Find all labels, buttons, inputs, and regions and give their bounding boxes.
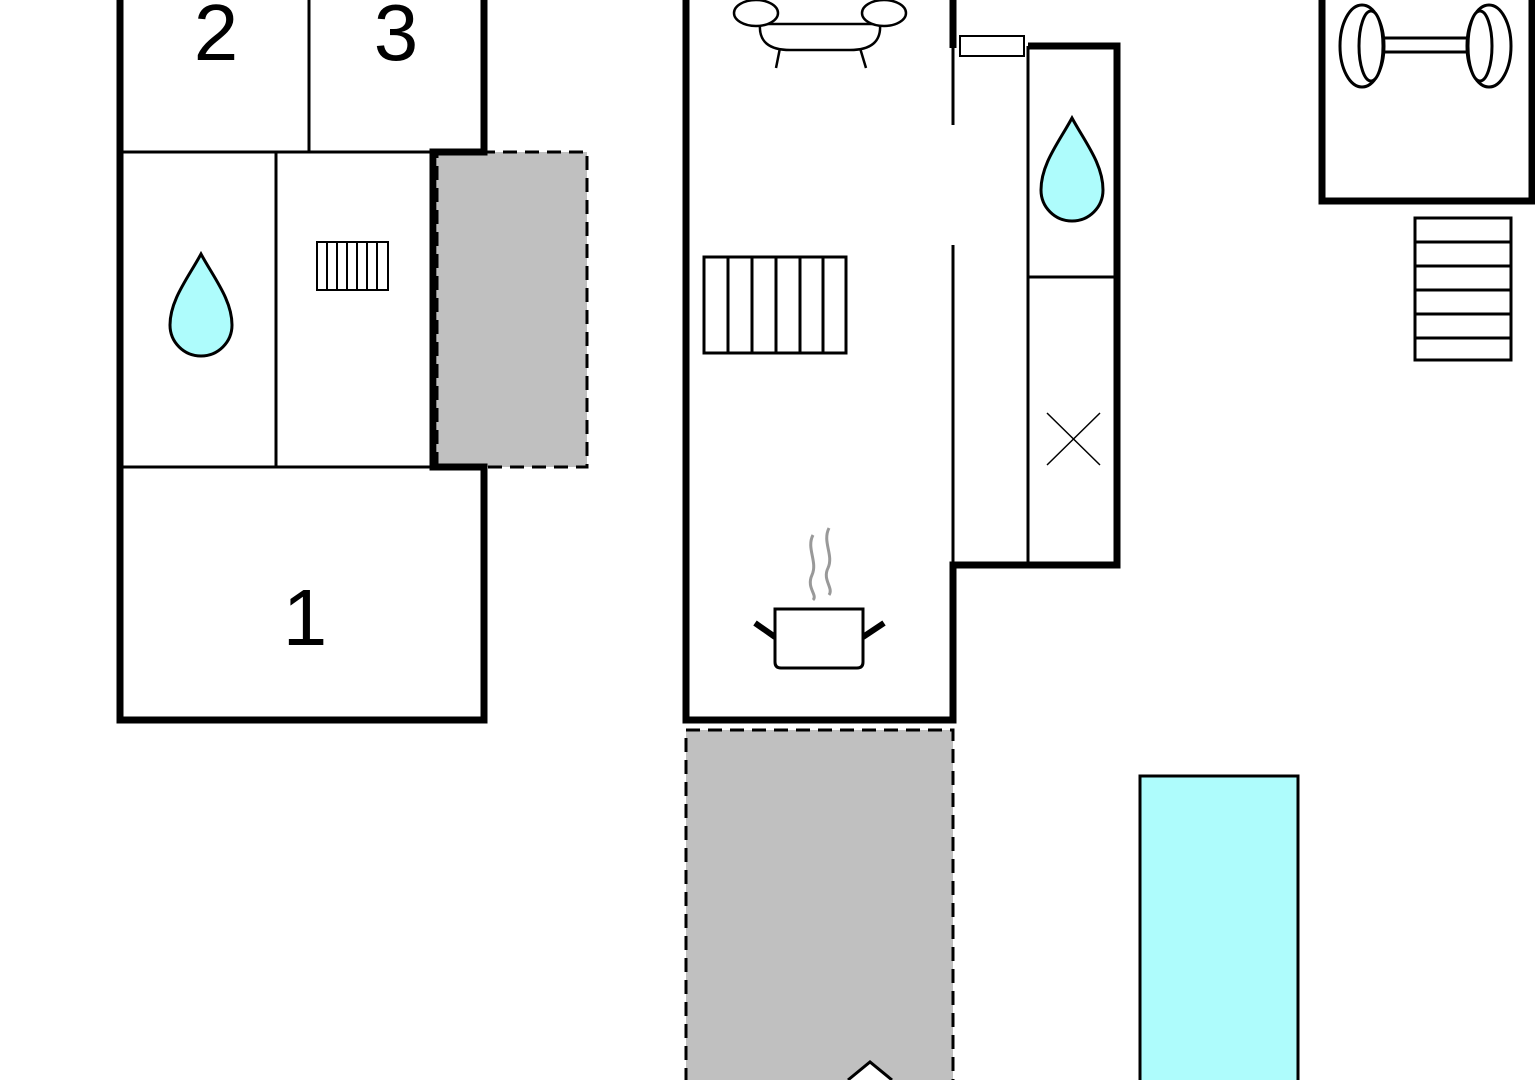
entrance-arrow-icon: [847, 1060, 893, 1080]
water-drop-icon: [1039, 114, 1105, 223]
cross-icon: [1046, 412, 1101, 466]
dumbbell-icon: [1338, 3, 1513, 89]
terrace-center: [684, 728, 955, 1080]
center-building: [682, 0, 1121, 1080]
room-number-1: 1: [283, 573, 328, 662]
sofa-icon: [732, 0, 908, 69]
left-building-outer-wall: [116, 0, 488, 724]
cooking-pot-icon: [753, 527, 886, 670]
stairs-icon: [1413, 216, 1513, 362]
center-building-outer-wall: [682, 0, 1121, 724]
gym-wall: [1318, 0, 1535, 205]
room-number-2: 2: [194, 0, 239, 77]
window: [959, 35, 1025, 57]
gym: [1318, 0, 1535, 205]
swimming-pool: [1138, 774, 1300, 1080]
water-drop-icon: [168, 250, 234, 358]
radiator-icon: [316, 241, 389, 291]
terrace-left: [435, 150, 589, 469]
radiator-icon: [702, 255, 848, 355]
room-number-3: 3: [374, 0, 419, 77]
left-building: 2 3 1: [116, 0, 589, 724]
